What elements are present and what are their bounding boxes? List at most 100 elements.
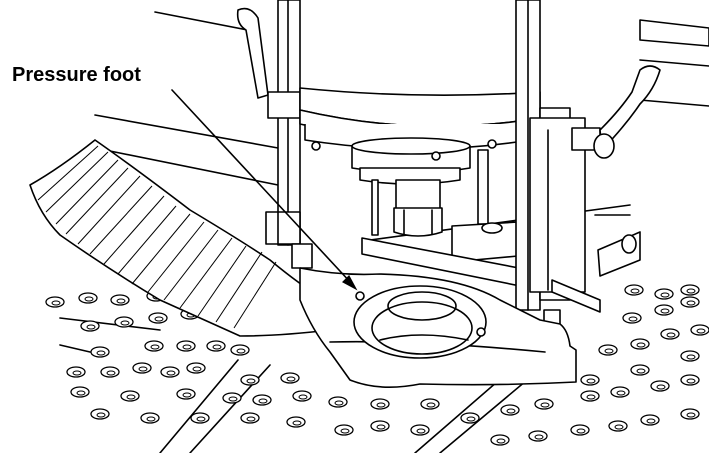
table-hole-inner [334,400,344,406]
table-hole-inner [426,402,436,408]
table-hole-inner [126,394,136,400]
table-hole [132,362,152,374]
table-hole-inner [51,300,61,306]
table-hole-inner [182,392,192,398]
table-hole [640,414,660,426]
table-hole-inner [236,348,246,354]
table-hole-inner [616,390,626,396]
table-hole [580,390,600,402]
table-hole [176,388,196,400]
table-hole-inner [466,416,476,422]
table-hole-inner [586,378,596,384]
table-hole [230,344,250,356]
table-hole [176,340,196,352]
table-hole [90,346,110,358]
table-hole-inner [192,366,202,372]
table-hole-inner [154,316,164,322]
table-hole [222,392,242,404]
table-hole-inner [120,320,130,326]
table-hole [328,396,348,408]
table-hole [100,366,120,378]
table-hole [286,416,306,428]
table-hole-inner [286,376,296,382]
table-hole-inner [228,396,238,402]
table-hole-inner [376,402,386,408]
table-hole-inner [686,378,696,384]
table-hole [252,394,272,406]
table-hole [120,390,140,402]
table-hole-inner [84,296,94,302]
table-hole-inner [636,342,646,348]
table-hole [690,324,709,336]
table-hole [680,284,700,296]
table-hole [140,412,160,424]
table-hole-inner [686,288,696,294]
table-hole [608,420,628,432]
table-hole [370,420,390,432]
table-hole [580,374,600,386]
table-hole-inner [630,288,640,294]
table-hole-inner [534,434,544,440]
table-hole [240,412,260,424]
table-hole-inner [116,298,126,304]
spindle-assembly [299,87,541,291]
table-hole [630,338,650,350]
table-hole [110,294,130,306]
dust-hose [29,139,331,337]
table-hole [80,320,100,332]
table-hole [624,284,644,296]
table-hole [148,312,168,324]
table-hole [534,398,554,410]
table-hole-inner [96,412,106,418]
table-hole [680,408,700,420]
table-hole-inner [258,398,268,404]
table-hole [630,364,650,376]
table-hole [45,296,65,308]
table-hole [90,408,110,420]
table-hole [144,340,164,352]
table-hole-inner [646,418,656,424]
table-hole-inner [628,316,638,322]
table-hole [410,424,430,436]
table-hole [680,296,700,308]
table-hole-inner [182,344,192,350]
table-hole [610,386,630,398]
table-hole-inner [196,416,206,422]
table-hole [160,366,180,378]
callout-label: Pressure foot [12,64,141,86]
table-hole-inner [340,428,350,434]
table-hole [78,292,98,304]
table-hole-inner [292,420,302,426]
table-hole [280,372,300,384]
table-hole-inner [166,370,176,376]
table-hole-inner [150,344,160,350]
table-hole-inner [146,416,156,422]
table-hole-inner [666,332,676,338]
table-hole-inner [586,394,596,400]
table-hole-inner [576,428,586,434]
table-hole [420,398,440,410]
table-hole [500,404,520,416]
table-hole [240,374,260,386]
pressure-foot [299,267,577,388]
table-hole [292,390,312,402]
table-hole-inner [496,438,506,444]
table-hole-inner [76,390,86,396]
table-hole-inner [660,292,670,298]
table-hole-inner [686,354,696,360]
table-hole [680,350,700,362]
table-hole-inner [540,402,550,408]
table-hole [654,304,674,316]
table-hole-inner [636,368,646,374]
table-hole [370,398,390,410]
table-hole [460,412,480,424]
table-hole-inner [246,416,256,422]
table-hole [680,374,700,386]
table-hole [528,430,548,442]
table-hole [186,362,206,374]
right-rail [597,19,709,277]
table-hole-inner [86,324,96,330]
table-hole-inner [660,308,670,314]
table-hole-inner [246,378,256,384]
